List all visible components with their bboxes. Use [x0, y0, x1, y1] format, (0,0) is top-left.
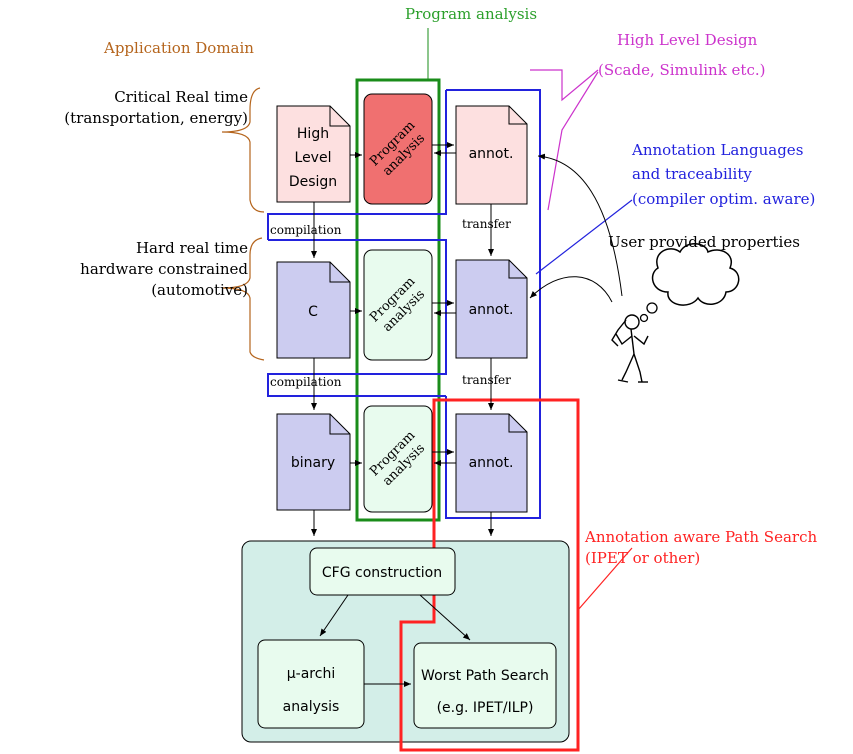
uarchi-label-1: μ-archi: [287, 666, 335, 682]
cfg-construction-box: [309, 547, 456, 596]
hld-title: High Level Design: [617, 31, 758, 49]
hld-doc-label-3: Design: [289, 174, 337, 190]
hld-pointer: [530, 69, 599, 102]
path-search-frame: [399, 398, 580, 752]
hard-rt-sublabel: hardware constrained: [80, 260, 248, 278]
hld-compilation-frame: [267, 90, 447, 240]
thought-cloud-icon: [651, 243, 740, 306]
critical-rt-brace: [221, 87, 265, 213]
hard-rt-example: (automotive): [151, 281, 248, 299]
annotation-frame: [445, 89, 541, 519]
c-source-doc: [276, 261, 351, 359]
uarchi-label-2: analysis: [283, 699, 340, 715]
compilation-label-2: compilation: [270, 375, 342, 389]
annot-doc-binary: [455, 413, 528, 513]
user-figure-icon: [611, 314, 649, 383]
worst-path-search-box: [413, 642, 557, 729]
critical-rt-sublabel: (transportation, energy): [64, 109, 248, 127]
user-property-arrow-lower: [529, 276, 613, 303]
binary-doc: [276, 413, 351, 511]
path-search-sublabel: (IPET or other): [585, 549, 700, 567]
c-doc-label: C: [308, 304, 318, 320]
transfer-label-1: transfer: [462, 217, 511, 231]
hld-pointer-lower: [547, 71, 599, 211]
compilation-label-1: compilation: [270, 223, 342, 237]
annotation-language-compiler: (compiler optim. aware): [632, 190, 815, 208]
critical-rt-label: Critical Real time: [114, 88, 248, 106]
hld-examples: (Scade, Simulink etc.): [598, 61, 765, 79]
program-analysis-box-c: [363, 249, 433, 361]
worst-path-search-label: Worst Path Search: [421, 668, 549, 684]
path-search-pointer: [577, 547, 633, 611]
transfer-label-2: transfer: [462, 373, 511, 387]
annot-doc-c: [455, 259, 528, 359]
annot-doc-label-3: annot.: [469, 455, 514, 471]
annot-doc-label-2: annot.: [469, 302, 514, 318]
annot-doc-hld: [455, 105, 528, 205]
user-property-arrow-upper: [537, 153, 623, 297]
program-analysis-box-binary: [363, 405, 433, 513]
program-analysis-box-hld: [363, 93, 433, 205]
c-compilation-frame: [267, 239, 447, 397]
cfg-construction-label: CFG construction: [322, 565, 442, 581]
worst-path-search-example: (e.g. IPET/ILP): [437, 700, 534, 716]
program-analysis-title: Program analysis: [405, 5, 537, 23]
annotation-language-traceability: and traceability: [632, 165, 752, 183]
program-analysis-frame: [355, 78, 441, 522]
annot-doc-label-1: annot.: [469, 146, 514, 162]
hld-doc-label-1: High: [297, 126, 329, 142]
path-search-title: Annotation aware Path Search: [584, 528, 817, 546]
high-level-design-doc: [276, 105, 351, 203]
annotation-language-title: Annotation Languages: [631, 141, 803, 159]
hld-doc-label-2: Level: [295, 150, 332, 166]
hard-rt-brace: [221, 237, 265, 361]
binary-doc-label: binary: [291, 455, 335, 471]
application-domain-title: Application Domain: [103, 39, 254, 57]
annotation-language-pointer: [535, 199, 633, 275]
hard-rt-label: Hard real time: [136, 239, 248, 257]
user-properties-label: User provided properties: [608, 233, 800, 251]
